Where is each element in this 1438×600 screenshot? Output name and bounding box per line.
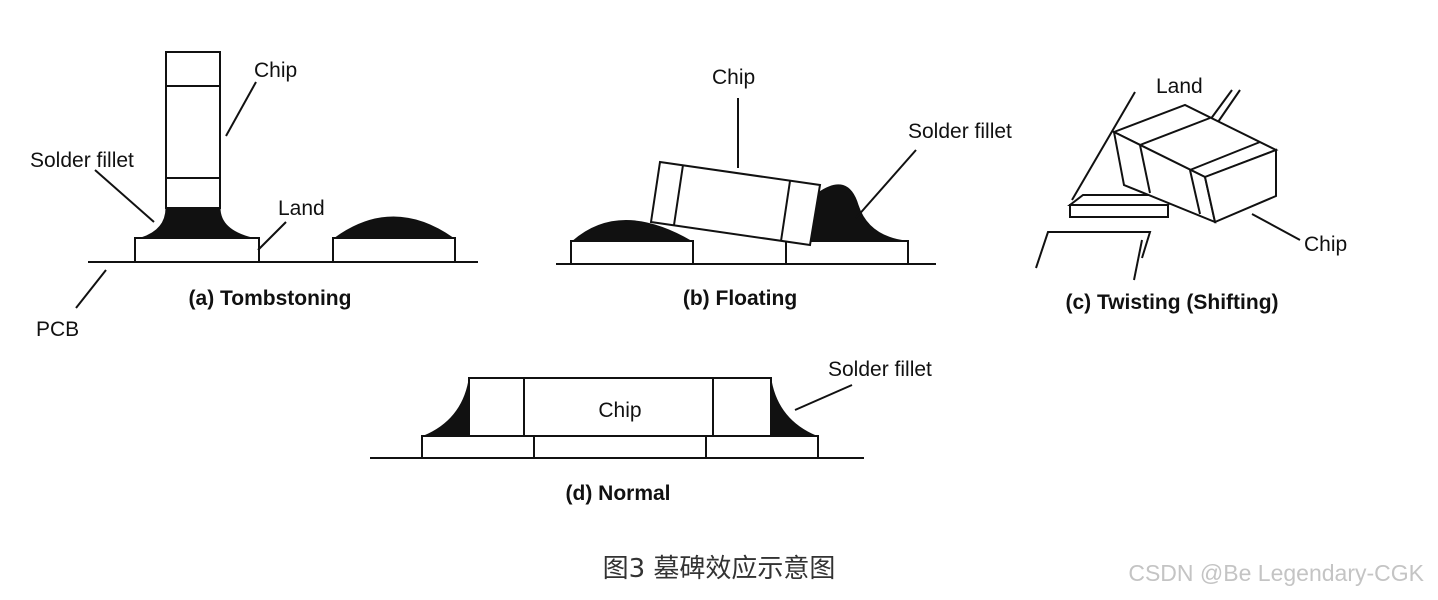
land-leader <box>257 221 287 251</box>
board-segment <box>533 435 707 459</box>
solder-fillet-left <box>423 379 470 437</box>
land-label: Land <box>1156 75 1203 98</box>
land-pad-left <box>570 240 694 265</box>
caption-twisting: (c) Twisting (Shifting) <box>1065 291 1278 314</box>
caption-floating: (b) Floating <box>683 287 797 310</box>
tombstoned-chip <box>165 51 221 209</box>
chip-leader <box>1251 213 1301 241</box>
solder-leader <box>794 384 853 411</box>
solder-fillet-label: Solder fillet <box>30 149 134 172</box>
chip-side-face <box>1203 148 1277 224</box>
figure-caption: 图3 墓碑效应示意图 <box>602 554 836 584</box>
solder-fillet-label: Solder fillet <box>828 358 932 381</box>
floating-chip <box>649 160 822 247</box>
land-pad-right <box>332 237 456 263</box>
solder-fillet-label: Solder fillet <box>908 120 1012 143</box>
land-pad-bottom <box>1035 231 1152 269</box>
chip-body <box>468 377 772 437</box>
chip-label: Chip <box>598 399 641 422</box>
solder-fillet-right <box>770 379 817 437</box>
panel-twisting: Land Chip (c) Twisting (Shifting) <box>1035 75 1347 314</box>
land-pad-top <box>1069 204 1169 218</box>
panel-normal: Chip Solder fillet (d) Normal <box>370 358 932 505</box>
solder-fillet-shape <box>140 207 253 239</box>
solder-leader <box>855 149 917 219</box>
solder-bump <box>571 220 693 242</box>
chip-leader <box>225 81 257 137</box>
caption-normal: (d) Normal <box>566 482 671 505</box>
land-label: Land <box>278 197 325 220</box>
land-leader <box>1209 89 1233 121</box>
chip-label: Chip <box>1304 233 1347 256</box>
solder-fillet-shape <box>807 184 906 242</box>
watermark: CSDN @Be Legendary-CGK <box>1128 560 1424 586</box>
pcb-label: PCB <box>36 318 79 341</box>
chip-label: Chip <box>712 66 755 89</box>
land-pad-right <box>705 435 819 459</box>
pcb-leader <box>75 269 107 309</box>
solder-bump <box>333 216 455 239</box>
panel-floating: Chip Solder fillet (b) Floating <box>556 66 1012 310</box>
panel-tombstoning: Chip Solder fillet Land PCB (a) Tombston… <box>30 51 478 341</box>
chip-label: Chip <box>254 59 297 82</box>
solder-leader <box>94 169 155 223</box>
land-pad-left <box>421 435 535 459</box>
land-pad-left <box>134 237 260 263</box>
caption-tombstoning: (a) Tombstoning <box>189 287 352 310</box>
